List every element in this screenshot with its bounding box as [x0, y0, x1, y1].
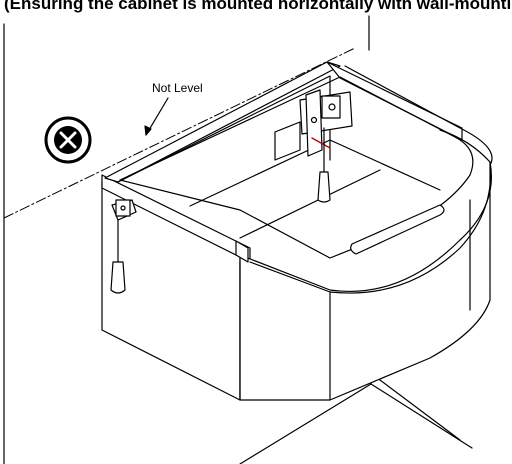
mounting-hanger	[111, 199, 137, 221]
screwdriver-icon	[317, 127, 331, 203]
screwdriver-icon	[110, 219, 126, 294]
error-x-icon	[44, 116, 92, 164]
vanity-cabinet	[101, 61, 493, 401]
drawer-pull	[350, 204, 445, 255]
not-level-callout: Not Level	[144, 81, 203, 136]
wall-bracket	[274, 89, 353, 161]
not-level-label: Not Level	[152, 81, 203, 95]
instruction-header: (Ensuring the cabinet is mounted horizon…	[4, 0, 512, 13]
not-level-reference-line	[3, 47, 356, 219]
